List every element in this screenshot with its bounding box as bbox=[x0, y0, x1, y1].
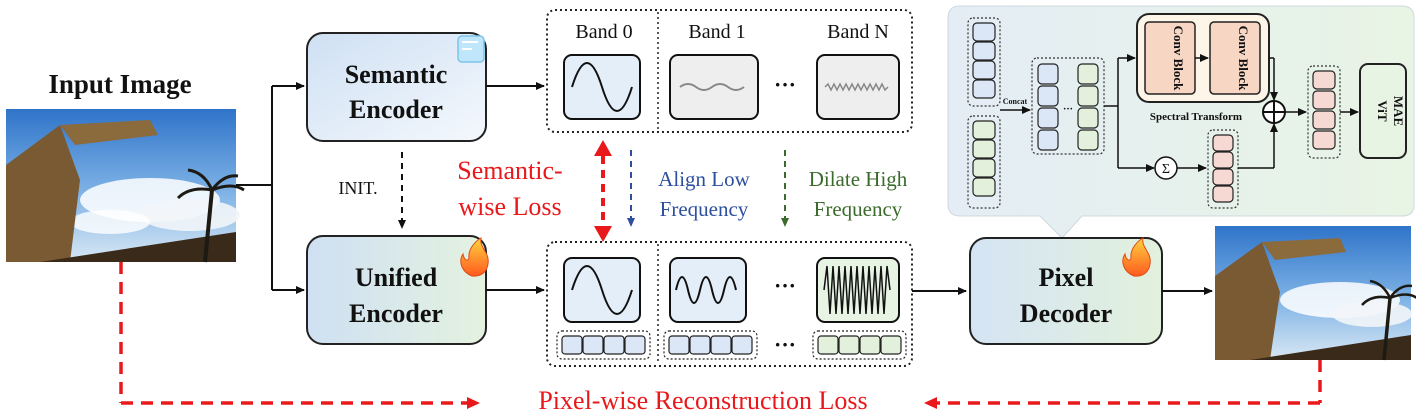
semantic-loss-line1: Semantic- bbox=[457, 156, 562, 185]
pixel-decoder-detail-panel: Concat ··· Conv Block Conv Block Spectra… bbox=[947, 5, 1415, 239]
band-0-label: Band 0 bbox=[575, 21, 632, 43]
band-top-ellipsis: ··· bbox=[774, 72, 796, 97]
input-connector bbox=[236, 82, 305, 294]
conv-block-1 bbox=[1144, 21, 1196, 95]
concat-ellipsis: ··· bbox=[1063, 104, 1073, 115]
frozen-ice-icon bbox=[457, 35, 485, 63]
init-label: INIT. bbox=[338, 178, 377, 198]
mae-label: MAE bbox=[1391, 96, 1406, 126]
semantic-band-group: Band 0 Band 1 Band N ··· bbox=[546, 9, 913, 133]
unified-band-group: ··· ··· bbox=[546, 241, 913, 367]
unified-encoder-line2: Encoder bbox=[349, 299, 443, 328]
semantic-loss-arrow bbox=[594, 140, 612, 242]
conv-block-2 bbox=[1209, 21, 1261, 95]
band-1-label: Band 1 bbox=[688, 21, 745, 43]
pixel-loss-path bbox=[119, 262, 1322, 409]
token-ellipsis: ··· bbox=[774, 332, 796, 357]
spectral-transform-label: Spectral Transform bbox=[1150, 111, 1242, 123]
semantic-loss-line2: wise Loss bbox=[458, 192, 561, 221]
conv-block-2-label: Conv Block bbox=[1236, 26, 1251, 91]
pixel-decoder-line2: Decoder bbox=[1020, 299, 1112, 328]
pixel-decoder-line1: Pixel bbox=[1039, 263, 1094, 292]
band-n-label: Band N bbox=[827, 21, 889, 43]
semantic-encoder-line2: Encoder bbox=[349, 95, 443, 124]
unified-encoder-box: Unified Encoder bbox=[306, 235, 487, 345]
reconstructed-image bbox=[1215, 226, 1416, 361]
vit-mae-box bbox=[1359, 63, 1407, 159]
semantic-encoder-line1: Semantic bbox=[345, 60, 448, 89]
vit-label: ViT bbox=[1375, 100, 1390, 122]
band-n-wave-box bbox=[816, 54, 900, 120]
conv-block-1-label: Conv Block bbox=[1171, 26, 1186, 91]
input-image bbox=[6, 109, 245, 263]
dilate-high-line1: Dilate High bbox=[809, 167, 908, 191]
concat-label: Concat bbox=[1003, 97, 1028, 106]
decoder-flame-icon bbox=[1122, 237, 1151, 277]
trainable-flame-icon bbox=[460, 237, 489, 277]
semantic-encoder-box: Semantic Encoder bbox=[306, 32, 487, 142]
pixel-loss-label: Pixel-wise Reconstruction Loss bbox=[538, 386, 867, 411]
align-low-line2: Frequency bbox=[660, 197, 749, 221]
pixel-decoder-box: Pixel Decoder bbox=[969, 237, 1163, 345]
dilate-high-line2: Frequency bbox=[814, 197, 903, 221]
sum-symbol: Σ bbox=[1162, 162, 1170, 177]
align-low-line1: Align Low bbox=[658, 167, 750, 191]
input-image-label: Input Image bbox=[48, 69, 191, 99]
band-1-wave-box bbox=[669, 54, 759, 120]
band-bottom-ellipsis: ··· bbox=[774, 273, 796, 298]
unified-encoder-line1: Unified bbox=[355, 263, 438, 292]
